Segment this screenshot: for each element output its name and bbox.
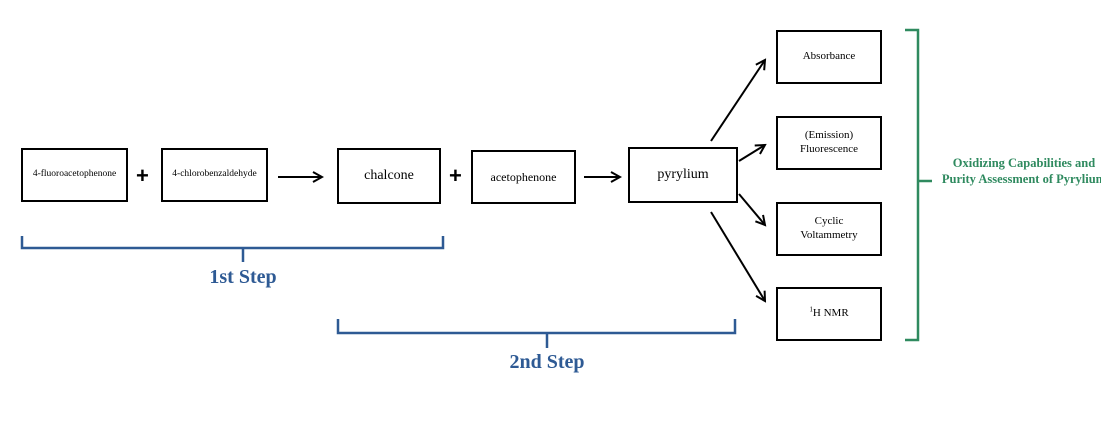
reactant-4-chlorobenzaldehyde-label: 4-chlorobenzaldehyde <box>172 169 257 180</box>
nmr-text: H NMR <box>812 307 849 320</box>
absorbance-box: Absorbance <box>776 30 882 84</box>
arrow-to-voltammetry <box>738 193 765 225</box>
reactant-4-chlorobenzaldehyde-box: 4-chlorobenzaldehyde <box>161 148 268 202</box>
analysis-bracket <box>905 28 932 342</box>
plus-sign-2: + <box>449 163 462 188</box>
step2-label: 2nd Step <box>509 351 585 373</box>
reactant-4-fluoroacetophenone-box: 4-fluoroacetophenone <box>21 148 128 202</box>
fluorescence-box: (Emission) Fluorescence <box>776 116 882 170</box>
absorbance-label: Absorbance <box>802 50 856 63</box>
fluorescence-label: (Emission) Fluorescence <box>799 129 859 155</box>
pyrylium-box: pyrylium <box>628 147 738 203</box>
plus-sign-1: + <box>136 163 149 188</box>
analysis-summary-label: Oxidizing Capabilities and Purity Assess… <box>941 156 1101 187</box>
nmr-superscript: 1 <box>809 305 813 314</box>
chalcone-label: chalcone <box>364 168 414 184</box>
cyclic-voltammetry-box: Cyclic Voltammetry <box>776 202 882 256</box>
cyclic-voltammetry-label: Cyclic Voltammetry <box>800 215 858 241</box>
nmr-label: 1H NMR <box>809 305 849 321</box>
step2-bracket <box>336 319 737 348</box>
step1-label: 1st Step <box>209 266 277 288</box>
arrow-to-fluorescence <box>738 145 765 162</box>
acetophenone-box: acetophenone <box>471 150 576 204</box>
step1-bracket <box>20 236 445 262</box>
arrow-to-absorbance <box>710 60 765 142</box>
nmr-box: 1H NMR <box>776 287 882 341</box>
arrow-to-nmr <box>710 211 765 301</box>
pyrylium-label: pyrylium <box>657 167 709 183</box>
reactant-4-fluoroacetophenone-label: 4-fluoroacetophenone <box>32 169 117 180</box>
chalcone-box: chalcone <box>337 148 441 204</box>
acetophenone-label: acetophenone <box>490 169 557 184</box>
